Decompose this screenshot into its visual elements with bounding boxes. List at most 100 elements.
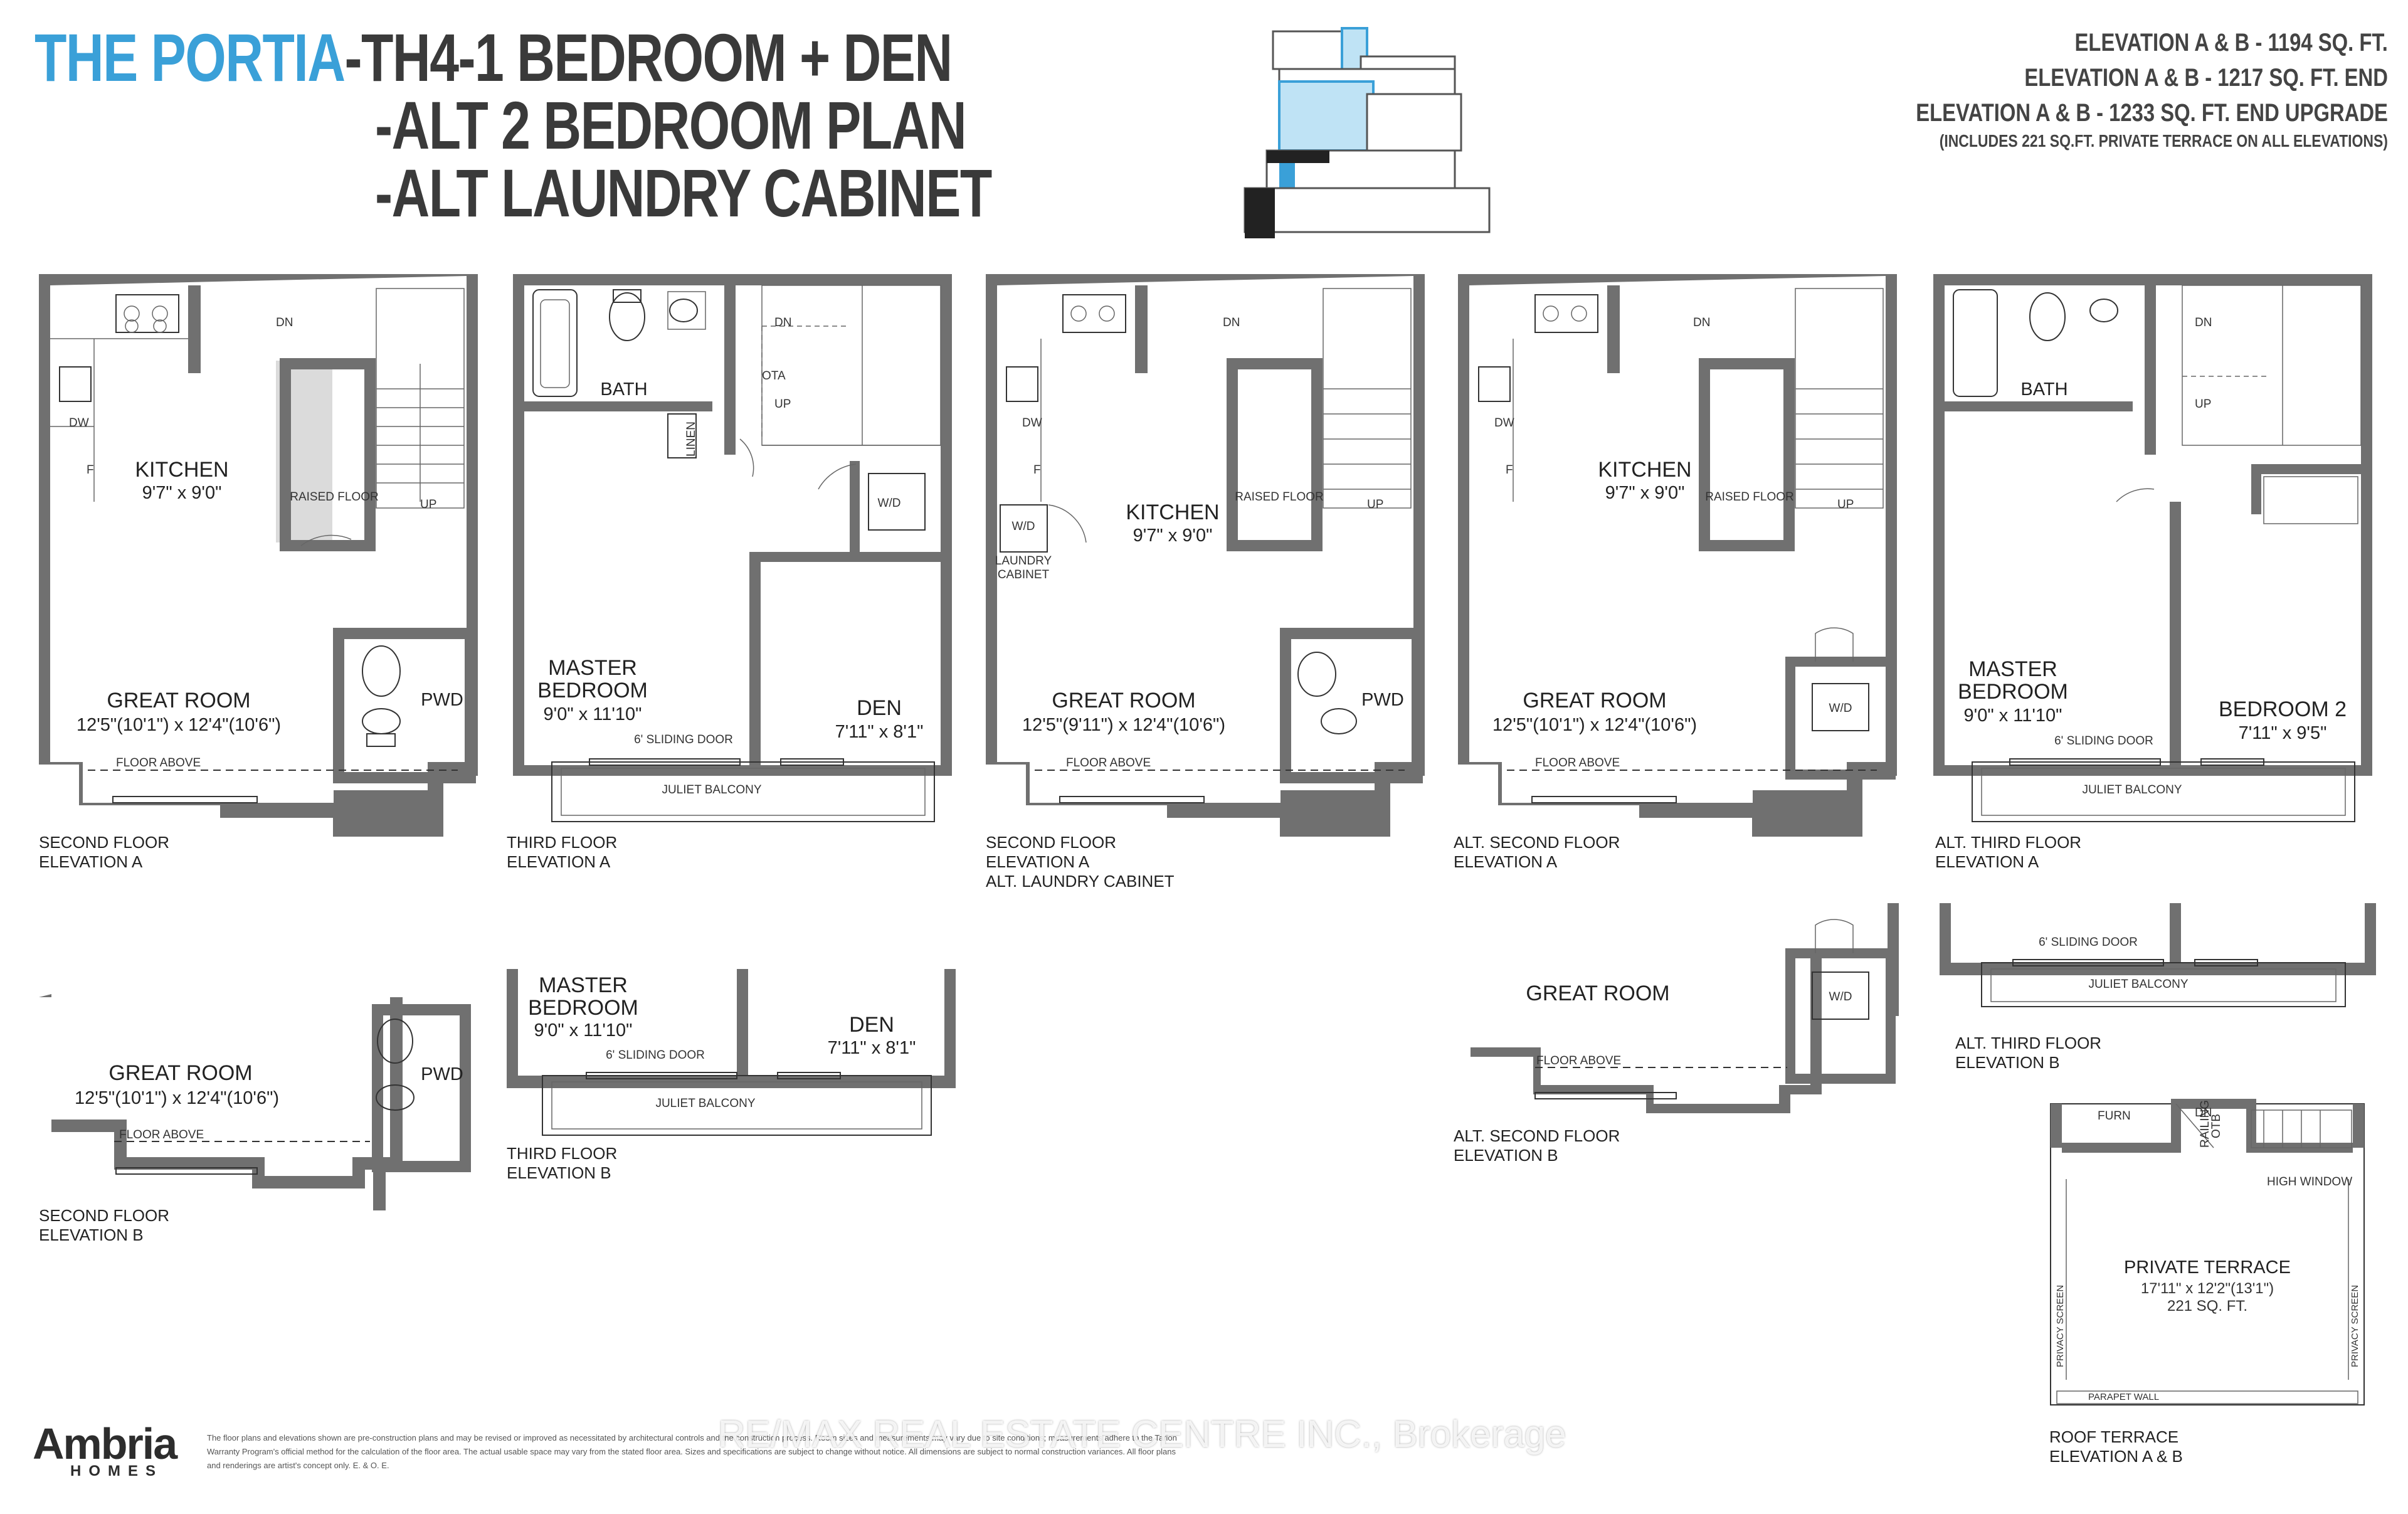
area-line-3: ELEVATION A & B - 1233 SQ. FT. END UPGRA…	[1916, 99, 2388, 127]
bath-label: BATH	[2020, 379, 2067, 400]
plan-caption-line2: ELEVATION A	[1935, 852, 2039, 871]
stair-up-label: UP	[1367, 498, 1383, 511]
stair-down-label: DN	[276, 316, 293, 329]
stair-down-label: DN	[2195, 316, 2212, 329]
den-dimension: 7'11" x 8'1"	[835, 722, 924, 742]
plan-alt-third-floor-elev-a: BATH DN UP MASTER BEDROOM 9'0" x 11'10" …	[1933, 274, 2372, 871]
master-label: MASTER	[548, 656, 637, 680]
kitchen-label: KITCHEN	[1598, 458, 1691, 482]
logo-wordmark: Ambria	[33, 1419, 177, 1468]
floor-above-label: FLOOR ABOVE	[1536, 1054, 1621, 1067]
plan-third-floor-elev-b: MASTER BEDROOM 9'0" x 11'10" DEN 7'11" x…	[507, 969, 956, 1182]
stair-up-label: UP	[2195, 398, 2211, 411]
bedroom-label: BEDROOM	[537, 679, 648, 702]
plan-caption-line1: ALT. THIRD FLOOR	[1955, 1034, 2101, 1052]
area-line-1: ELEVATION A & B - 1194 SQ. FT.	[2074, 29, 2388, 56]
washer-dryer-label: W/D	[1012, 520, 1035, 533]
area-summary: ELEVATION A & B - 1194 SQ. FT. ELEVATION…	[1916, 25, 2388, 152]
raised-floor-label: RAISED FLOOR	[290, 490, 378, 504]
plan-caption-line2: ELEVATION A	[39, 852, 143, 871]
stair-down-label: DN	[2195, 1106, 2212, 1120]
kitchen-label: KITCHEN	[1126, 500, 1219, 524]
terrace-area: 221 SQ. FT.	[2167, 1298, 2247, 1315]
master-label: MASTER	[1968, 657, 2057, 681]
master-label: MASTER	[539, 973, 628, 997]
master-dimension: 9'0" x 11'10"	[1964, 706, 2062, 726]
stair-up-label: UP	[1837, 498, 1854, 511]
high-window-label: HIGH WINDOW	[2267, 1175, 2352, 1188]
plan-caption-line2: ELEVATION B	[1454, 1146, 1558, 1165]
kitchen-dimension: 9'7" x 9'0"	[1605, 483, 1685, 503]
otb-label: OTB	[2210, 1114, 2223, 1138]
raised-floor-label: RAISED FLOOR	[1705, 490, 1793, 504]
plan-line-2: -ALT 2 BEDROOM PLAN	[375, 87, 967, 163]
terrace-dimension: 17'11" x 12'2"(13'1")	[2141, 1280, 2274, 1297]
juliet-balcony-label: JULIET BALCONY	[2082, 783, 2182, 797]
sliding-door-label: 6' SLIDING DOOR	[634, 733, 733, 746]
plan-line-1: 1 BEDROOM + DEN	[474, 19, 953, 95]
plan-caption-line2: ELEVATION B	[507, 1163, 611, 1182]
kitchen-dimension: 9'7" x 9'0"	[142, 483, 222, 503]
floor-above-label: FLOOR ABOVE	[119, 1128, 204, 1141]
key-plan-thumbnail	[1244, 27, 1491, 238]
plan-caption-line1: ALT. SECOND FLOOR	[1454, 1126, 1620, 1145]
page-title: THE PORTIA-TH4-1 BEDROOM + DEN	[34, 24, 953, 92]
bedroom-2-label: BEDROOM 2	[2219, 697, 2347, 721]
area-note: (INCLUDES 221 SQ.FT. PRIVATE TERRACE ON …	[1939, 131, 2388, 151]
sliding-door-label: 6' SLIDING DOOR	[606, 1049, 705, 1062]
logo-subtext: HOMES	[70, 1463, 164, 1480]
stair-down-label: DN	[774, 316, 791, 329]
washer-dryer-label: W/D	[878, 497, 901, 510]
legal-disclaimer: The floor plans and elevations shown are…	[207, 1433, 1177, 1470]
floor-above-label: FLOOR ABOVE	[116, 756, 201, 770]
washer-dryer-label: W/D	[1829, 990, 1852, 1003]
master-dimension: 9'0" x 11'10"	[534, 1020, 633, 1040]
plan-caption-line1: THIRD FLOOR	[507, 833, 617, 852]
privacy-screen-right-label: PRIVACY SCREEN	[2350, 1285, 2360, 1367]
great-room-dimension: 12'5"(9'11") x 12'4"(10'6")	[1022, 715, 1225, 735]
great-room-label: GREAT ROOM	[1526, 982, 1669, 1005]
master-dimension: 9'0" x 11'10"	[544, 704, 642, 724]
great-room-dimension: 12'5"(10'1") x 12'4"(10'6")	[1492, 715, 1697, 735]
great-room-label: GREAT ROOM	[1523, 689, 1666, 712]
plan-line-3: -ALT LAUNDRY CABINET	[375, 155, 992, 231]
great-room-label: GREAT ROOM	[108, 1061, 252, 1085]
plan-caption-line1: ROOF TERRACE	[2049, 1427, 2178, 1446]
dishwasher-label: DW	[1494, 416, 1514, 430]
stair-down-label: DN	[1693, 316, 1710, 329]
sliding-door-label: 6' SLIDING DOOR	[2054, 734, 2153, 748]
plan-caption-line1: SECOND FLOOR	[39, 833, 169, 852]
powder-room-label: PWD	[421, 690, 463, 710]
great-room-dimension: 12'5"(10'1") x 12'4"(10'6")	[77, 715, 281, 735]
plan-alt-third-floor-elev-b: 6' SLIDING DOOR JULIET BALCONY ALT. THIR…	[1940, 903, 2376, 1072]
bath-label: BATH	[600, 379, 647, 400]
fridge-label: F	[1033, 463, 1041, 477]
powder-room-label: PWD	[421, 1064, 463, 1084]
plan-second-floor-elev-b: GREAT ROOM 12'5"(10'1") x 12'4"(10'6") P…	[39, 994, 471, 1244]
bedroom-label: BEDROOM	[528, 996, 638, 1020]
plan-caption-line1: ALT. THIRD FLOOR	[1935, 833, 2081, 852]
plan-roof-terrace: FURN HIGH WINDOW DN OTB RAILING PRIVATE …	[2049, 1099, 2365, 1466]
parapet-wall-label: PARAPET WALL	[2088, 1392, 2159, 1402]
plan-second-floor-elev-a: KITCHEN 9'7" x 9'0" GREAT ROOM 12'5"(10'…	[39, 274, 478, 871]
juliet-balcony-label: JULIET BALCONY	[2088, 978, 2188, 991]
bedroom-2-dimension: 7'11" x 9'5"	[2239, 723, 2327, 743]
juliet-balcony-label: JULIET BALCONY	[662, 783, 761, 797]
plan-caption-line2: ELEVATION B	[1955, 1053, 2060, 1072]
stair-up-label: UP	[774, 398, 791, 411]
plan-caption-line3: ALT. LAUNDRY CABINET	[986, 872, 1175, 891]
fridge-label: F	[87, 463, 94, 477]
ambria-logo: Ambria HOMES	[33, 1419, 177, 1480]
plan-caption-line2: ELEVATION A & B	[2049, 1447, 2183, 1466]
great-room-label: GREAT ROOM	[1052, 689, 1195, 712]
area-line-2: ELEVATION A & B - 1217 SQ. FT. END	[2024, 64, 2388, 92]
terrace-label: PRIVATE TERRACE	[2124, 1257, 2291, 1278]
plan-caption-line2: ELEVATION A	[1454, 852, 1558, 871]
railing-label: RAILING	[2199, 1100, 2212, 1148]
den-label: DEN	[857, 696, 902, 720]
plan-caption-line2: ELEVATION A	[507, 852, 611, 871]
plan-alt-second-floor-elev-b: GREAT ROOM W/D FLOOR ABOVE ALT. SECOND F…	[1454, 903, 1899, 1165]
juliet-balcony-label: JULIET BALCONY	[655, 1097, 755, 1110]
dishwasher-label: DW	[1022, 416, 1042, 430]
